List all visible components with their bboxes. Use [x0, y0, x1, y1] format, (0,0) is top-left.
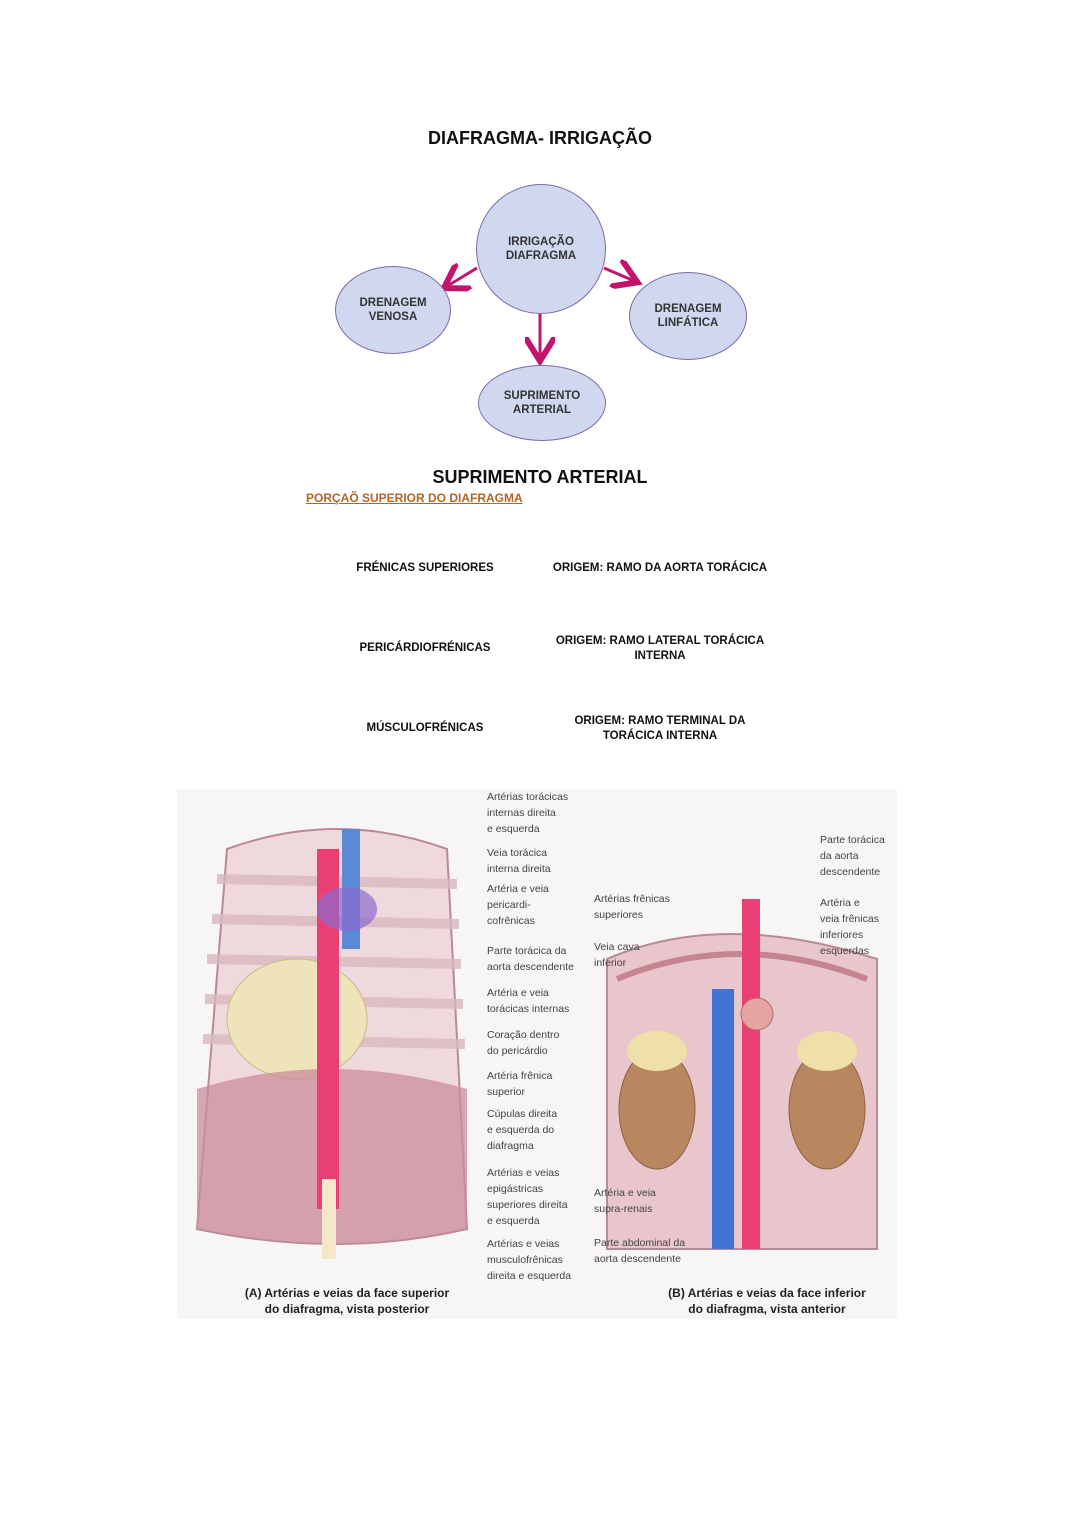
row-2-name: PERICÁRDIOFRÉNICAS	[359, 642, 491, 654]
diagram-arrows	[0, 0, 1080, 460]
node-right: DRENAGEM LINFÁTICA	[629, 272, 747, 360]
row-1-origin: ORIGEM: RAMO DA AORTA TORÁCICA	[552, 562, 768, 574]
label-b-4: Artéria e veia frênicas inferiores esque…	[820, 897, 879, 957]
row-3-name: MÚSCULOFRÉNICAS	[366, 722, 484, 734]
label-b-1: Artérias frênicas superiores	[594, 893, 670, 921]
page-title: DIAFRAGMA- IRRIGAÇÃO	[428, 128, 652, 148]
label-a-8: Cúpulas direita e esquerda do diafragma	[487, 1108, 558, 1152]
row-1-name: FRÉNICAS SUPERIORES	[356, 562, 494, 574]
label-a-6: Coração dentro do pericárdio	[487, 1029, 560, 1057]
label-a-10: Artérias e veias musculofrênicas direita…	[487, 1238, 572, 1282]
label-a-4: Parte torácica da aorta descendente	[487, 945, 574, 973]
label-a-9: Artérias e veias epigástricas superiores…	[487, 1167, 568, 1227]
label-a-7: Artéria frênica superior	[487, 1070, 553, 1098]
arrow-left	[449, 268, 478, 285]
node-center: IRRIGAÇÃO DIAFRAGMA	[476, 184, 606, 314]
label-b-5: Artéria e veia supra-renais	[594, 1187, 656, 1215]
row-2-origin: ORIGEM: RAMO LATERAL TORÁCICA INTERNA	[555, 635, 765, 662]
label-a-1: Artérias torácicas internas direita e es…	[487, 791, 569, 835]
node-left: DRENAGEM VENOSA	[335, 266, 451, 354]
row-3-origin: ORIGEM: RAMO TERMINAL DA TORÁCICA INTERN…	[574, 715, 746, 742]
label-a-5: Artéria e veia torácicas internas	[487, 987, 570, 1015]
label-b-3: Parte torácica da aorta descendente	[820, 834, 885, 878]
arrow-right	[603, 268, 632, 280]
section-title: SUPRIMENTO ARTERIAL	[432, 467, 648, 487]
subsection-title: PORÇAÕ SUPERIOR DO DIAFRAGMA	[306, 491, 523, 505]
node-bottom: SUPRIMENTO ARTERIAL	[478, 365, 606, 441]
anatomy-illustration	[195, 828, 878, 1259]
caption-a: (A) Artérias e veias da face superior do…	[244, 1286, 450, 1316]
label-a-3: Artéria e veia pericardi- cofrênicas	[487, 883, 549, 927]
label-a-2: Veia torácica interna direita	[487, 847, 551, 875]
anatomy-figure: Artérias torácicas internas direita e es…	[177, 789, 897, 1319]
label-b-2: Veia cava inferior	[594, 941, 640, 969]
label-b-6: Parte abdominal da aorta descendente	[594, 1237, 686, 1265]
caption-b: (B) Artérias e veias da face inferior do…	[668, 1286, 866, 1316]
